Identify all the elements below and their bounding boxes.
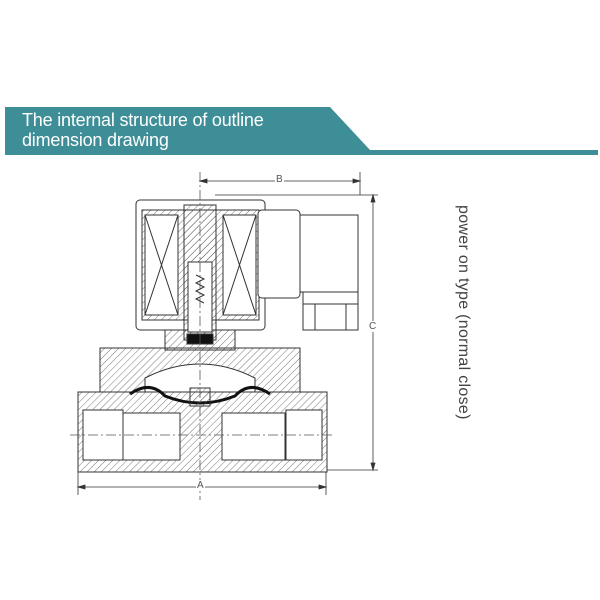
connector-plug (257, 209, 301, 299)
valve-type-label: power on type (normal close) (455, 205, 472, 420)
banner-title: The internal structure of outline dimens… (22, 110, 264, 150)
cable-gland (302, 291, 359, 305)
title-line-1: The internal structure of outline (22, 110, 264, 130)
banner-shape (5, 107, 598, 155)
dimension-b-label: B (275, 174, 284, 185)
dimension-a-label: A (196, 480, 205, 491)
dimension-c-label: C (368, 321, 378, 332)
title-line-2: dimension drawing (22, 130, 169, 150)
